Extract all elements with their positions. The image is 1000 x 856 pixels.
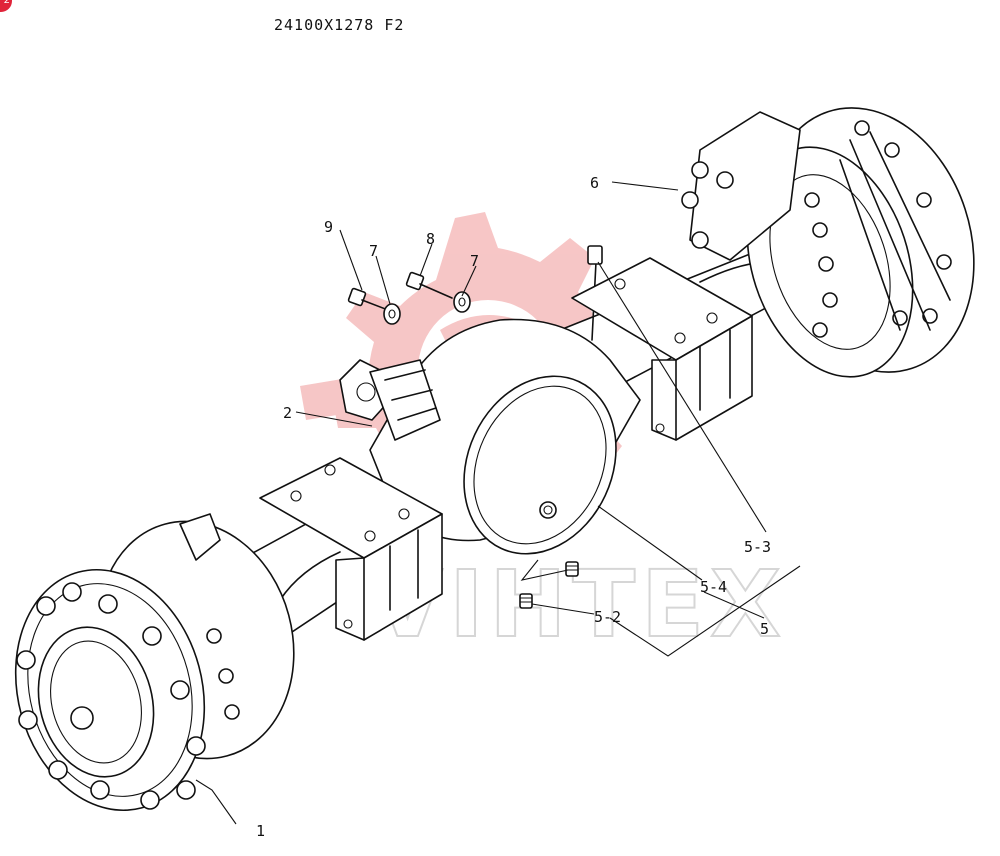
washer-7-left [383,303,401,325]
part-code: 24100X1278 F2 [274,16,404,34]
callout-5: 5 [760,620,769,638]
hub-bolts-left [16,582,240,810]
hub-assembly-left [14,513,295,812]
leader-lines [195,181,801,825]
bolt-9 [347,287,389,311]
spring-seat-left [259,457,443,641]
callout-6: 6 [590,174,599,192]
callout-5-2: 5-2 [594,608,621,626]
callout-7-left: 7 [369,242,378,260]
drain-plug [539,501,557,519]
differential-cover [463,375,617,555]
plug-5-2-b [519,593,533,609]
callout-labels: 1 2 6 9 7 8 7 5-3 5-4 5 5-2 [256,174,771,840]
bolt-8 [405,271,453,299]
callout-9: 9 [324,218,333,236]
callout-1: 1 [256,822,265,840]
callout-5-3: 5-3 [744,538,771,556]
spring-seat-right [571,257,753,441]
corner-badge: 2 [0,0,12,12]
plug-5-2-a [565,561,579,577]
hub-assembly-right [681,107,975,378]
hub-cap-left [37,626,155,778]
callout-7-right: 7 [470,252,479,270]
callout-5-4: 5-4 [700,578,727,596]
pinion-flange [339,359,441,441]
callout-8: 8 [426,230,435,248]
breather-bolt [587,245,603,265]
callout-2: 2 [283,404,292,422]
washer-7-right [453,291,471,313]
